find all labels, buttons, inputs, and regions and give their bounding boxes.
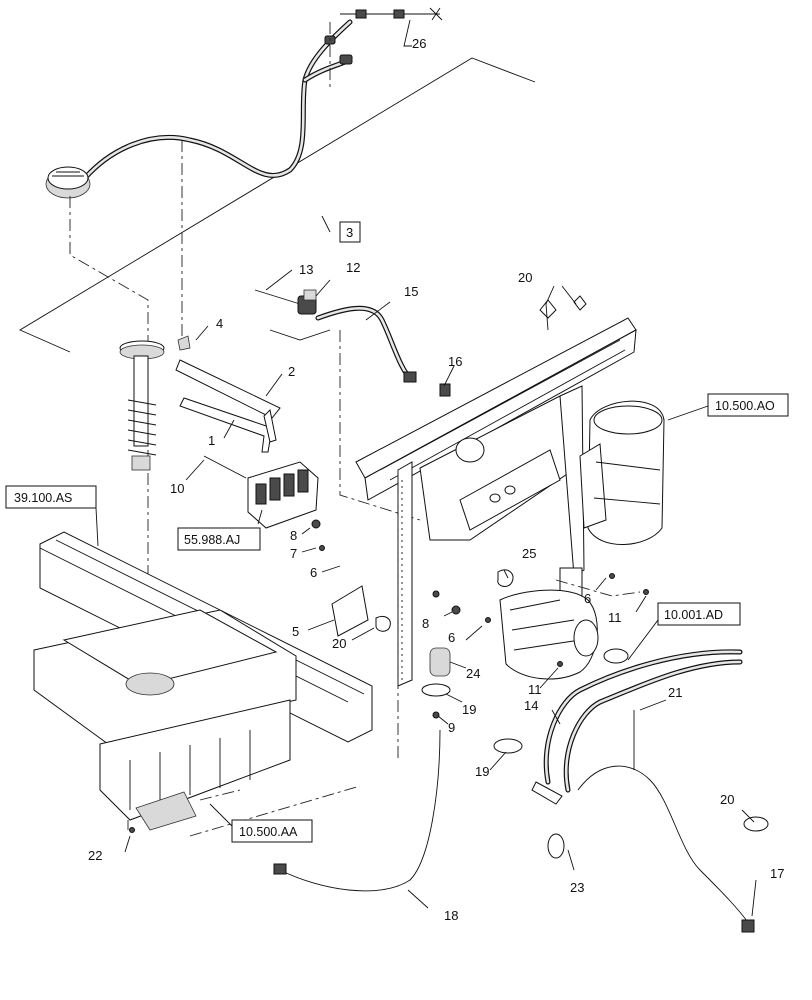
callout-25: 25 [522,546,536,561]
ref-box-55988AJ [177,527,261,551]
plug-16 [439,383,451,397]
filter-housing [579,400,665,545]
callout-10: 10 [170,481,184,496]
solenoid-assembly [254,289,451,521]
callout-13: 13 [299,262,313,277]
callout-11a: 11 [608,610,622,625]
callout-2: 2 [288,364,295,379]
ref-box-10500AA [231,819,313,843]
straps [175,335,281,453]
callout-14: 14 [524,698,538,713]
reference-boxes: 3 10.500.AO 39.100.AS 55.988.AJ 10.001.A… [5,221,789,843]
callout-20b: 20 [518,270,532,285]
callout-6b: 6 [448,630,455,645]
callout-26: 26 [412,36,426,51]
callout-4: 4 [216,316,223,331]
harness-cable [82,19,353,181]
ref-box-10500AO [707,393,789,417]
relay-block [203,455,319,529]
ref-55988AJ: 55.988.AJ [184,533,240,547]
callout-21: 21 [668,685,682,700]
callout-1: 1 [208,433,215,448]
callout-22: 22 [88,848,102,863]
ref-10500AA: 10.500.AA [239,825,298,839]
bushing-4 [177,335,191,351]
ref-39100AS: 39.100.AS [14,491,72,505]
callout-20c: 20 [720,792,734,807]
callout-labels: 26 13 12 15 4 2 1 10 8 7 6 5 20 8 6 24 1… [88,36,784,923]
ref-10001AD: 10.001.AD [664,608,723,622]
callout-6a: 6 [310,565,317,580]
callout-5: 5 [292,624,299,639]
callout-15: 15 [404,284,418,299]
callout-3: 3 [346,225,353,240]
callout-19a: 19 [462,702,476,717]
ref-box-3 [339,221,361,243]
callout-19b: 19 [475,764,489,779]
pump-cover [499,589,599,680]
callout-16: 16 [448,354,462,369]
region-boundary-line [19,57,536,353]
callout-9: 9 [448,720,455,735]
callout-8a: 8 [290,528,297,543]
fuel-lines [273,649,755,933]
callout-23: 23 [570,880,584,895]
callout-20a: 20 [332,636,346,651]
fuel-level-sender [119,340,165,471]
callout-8b: 8 [422,616,429,631]
mounting-frame [355,317,641,760]
ref-10500AO: 10.500.AO [715,399,775,413]
callout-12: 12 [346,260,360,275]
callout-6c: 6 [584,591,591,606]
hardware [129,295,769,859]
callout-11b: 11 [528,682,542,697]
harness-region [19,7,536,690]
fuel-tank [33,531,373,837]
callout-7: 7 [290,546,297,561]
ref-box-39100AS [5,485,97,509]
callout-18: 18 [444,908,458,923]
ref-box-10001AD [657,602,741,626]
callout-17: 17 [770,866,784,881]
leader-lines [95,19,757,917]
callout-24: 24 [466,666,480,681]
